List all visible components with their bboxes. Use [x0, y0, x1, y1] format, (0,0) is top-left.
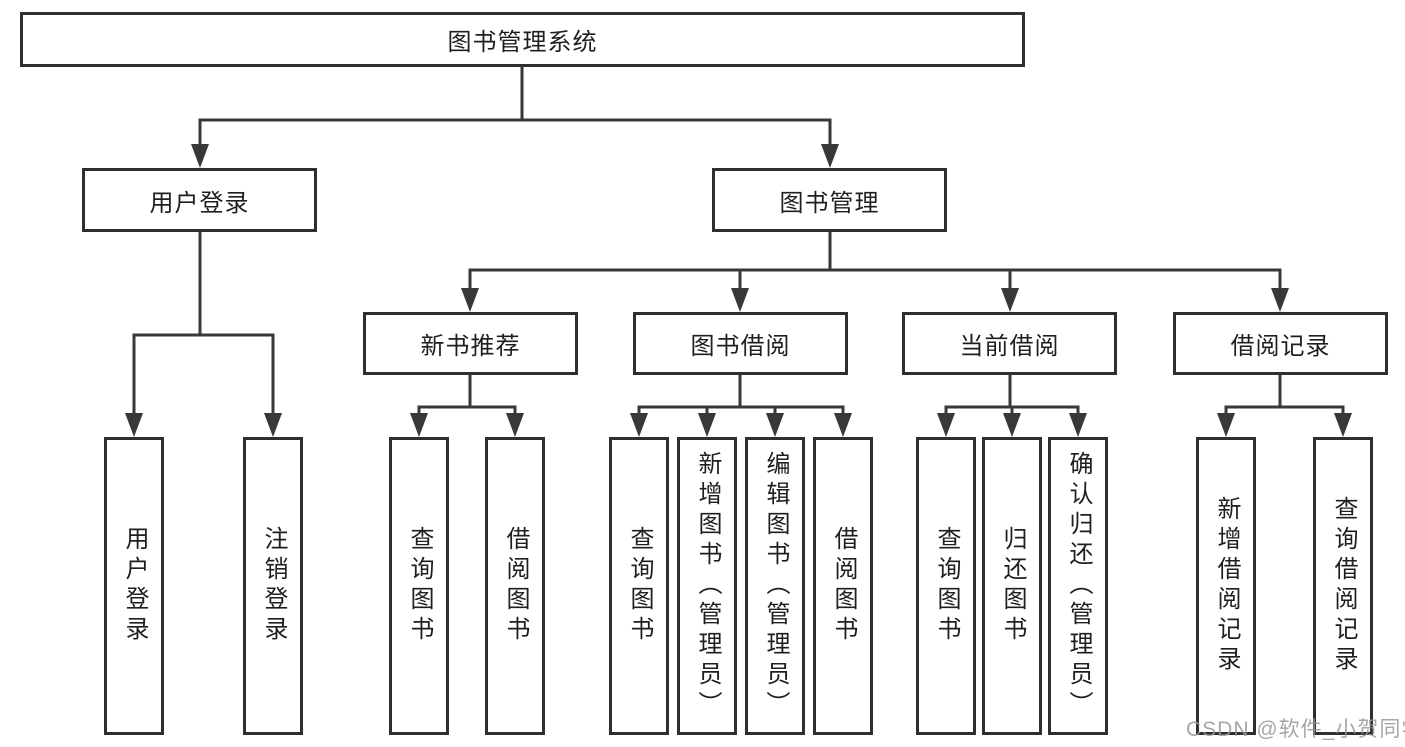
node-label: 借阅记录: [1230, 333, 1331, 360]
node-label: 借阅图书: [830, 526, 857, 646]
node-label: 查询借阅记录: [1330, 496, 1357, 676]
node-label: 归还图书: [999, 526, 1026, 646]
leaf-query-books-recommend: 查询图书: [389, 437, 449, 735]
node-new-book-recommendation: 新书推荐: [363, 312, 578, 375]
node-label: 借阅图书: [502, 526, 529, 646]
connector-current-borrow-to-leaves: [937, 375, 1087, 437]
leaf-confirm-return-admin: 确认归还（管理员）: [1048, 437, 1108, 735]
node-user-login: 用户登录: [82, 168, 317, 232]
node-label: 图书管理: [779, 189, 880, 217]
leaf-user-login: 用户登录: [104, 437, 164, 735]
node-current-borrowing: 当前借阅: [902, 312, 1117, 375]
leaf-borrow-books: 借阅图书: [813, 437, 873, 735]
node-label: 查询图书: [626, 526, 653, 646]
node-borrowing-records: 借阅记录: [1173, 312, 1388, 375]
node-label: 注销登录: [260, 526, 287, 646]
leaf-query-books-current: 查询图书: [916, 437, 976, 735]
connector-new-book-to-leaves: [410, 375, 524, 437]
node-label: 用户登录: [121, 526, 148, 646]
node-book-borrowing: 图书借阅: [633, 312, 848, 375]
leaf-return-books: 归还图书: [982, 437, 1042, 735]
leaf-add-books-admin: 新增图书（管理员）: [677, 437, 737, 735]
connector-borrow-records-to-leaves: [1217, 375, 1352, 437]
leaf-query-borrow-record: 查询借阅记录: [1313, 437, 1373, 735]
connector-user-login-to-leaves: [125, 232, 282, 437]
node-label: 确认归还（管理员）: [1065, 451, 1092, 721]
watermark-text: CSDN @软件_小贺同学: [1186, 718, 1405, 741]
node-label: 编辑图书（管理员）: [762, 451, 789, 721]
leaf-edit-books-admin: 编辑图书（管理员）: [745, 437, 805, 735]
leaf-query-books-borrow: 查询图书: [609, 437, 669, 735]
node-label: 图书借阅: [690, 333, 791, 360]
leaf-logout: 注销登录: [243, 437, 303, 735]
node-label: 查询图书: [406, 526, 433, 646]
node-label: 用户登录: [149, 189, 250, 217]
leaf-borrow-books-recommend: 借阅图书: [485, 437, 545, 735]
node-library-management-system: 图书管理系统: [20, 12, 1025, 67]
node-label: 当前借阅: [959, 333, 1060, 360]
connector-book-management-to-level3: [461, 232, 1289, 312]
node-label: 新增图书（管理员）: [694, 451, 721, 721]
node-label: 图书管理系统: [447, 29, 598, 56]
node-label: 查询图书: [933, 526, 960, 646]
connector-book-borrow-to-leaves: [630, 375, 852, 437]
node-label: 新书推荐: [420, 333, 521, 360]
node-book-management: 图书管理: [712, 168, 947, 232]
leaf-add-borrow-record: 新增借阅记录: [1196, 437, 1256, 735]
connector-root-to-level2: [191, 67, 839, 168]
node-label: 新增借阅记录: [1213, 496, 1240, 676]
